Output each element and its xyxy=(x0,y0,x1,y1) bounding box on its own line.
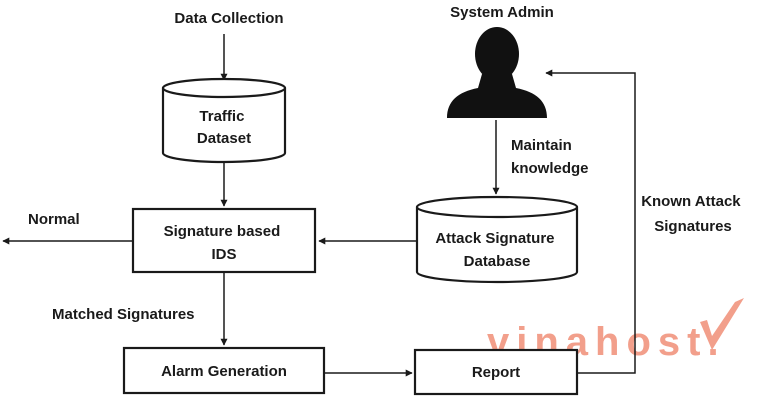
normal-label: Normal xyxy=(28,211,80,228)
system-admin-icon xyxy=(447,27,547,118)
known-attack-line-1: Known Attack xyxy=(641,193,741,210)
attack-db-label: Attack Signature Database xyxy=(435,230,558,270)
checkmark-logo-icon xyxy=(700,298,744,350)
known-attack-line-2: Signatures xyxy=(654,218,732,235)
traffic-dataset-line-2: Dataset xyxy=(197,130,251,147)
attack-db-line-1: Attack Signature xyxy=(435,230,554,247)
data-collection-label: Data Collection xyxy=(174,10,283,27)
signature-ids-label: Signature based IDS xyxy=(164,223,285,263)
traffic-dataset-line-1: Traffic xyxy=(199,108,244,125)
edge-report-to-admin xyxy=(545,69,636,374)
signature-ids-line-2: IDS xyxy=(211,246,236,263)
traffic-dataset-cylinder: Traffic Dataset xyxy=(161,77,287,164)
attack-signature-db-cylinder: Attack Signature Database xyxy=(415,195,579,284)
report-label: Report xyxy=(472,364,520,381)
signature-ids-line-1: Signature based xyxy=(164,223,281,240)
signature-ids-box: Signature based IDS xyxy=(131,207,317,274)
maintain-knowledge-line-2: knowledge xyxy=(511,160,589,177)
matched-signatures-label: Matched Signatures xyxy=(52,306,195,323)
maintain-knowledge-line-1: Maintain xyxy=(511,137,572,154)
known-attack-signatures-label: Known Attack Signatures xyxy=(641,193,745,235)
traffic-dataset-label: Traffic Dataset xyxy=(197,108,251,147)
system-admin-label: System Admin xyxy=(450,4,554,21)
alarm-generation-box: Alarm Generation xyxy=(122,346,326,395)
alarm-generation-label: Alarm Generation xyxy=(161,363,287,380)
maintain-knowledge-label: Maintain knowledge xyxy=(511,137,589,177)
report-box: Report xyxy=(413,348,579,396)
attack-db-line-2: Database xyxy=(464,253,531,270)
